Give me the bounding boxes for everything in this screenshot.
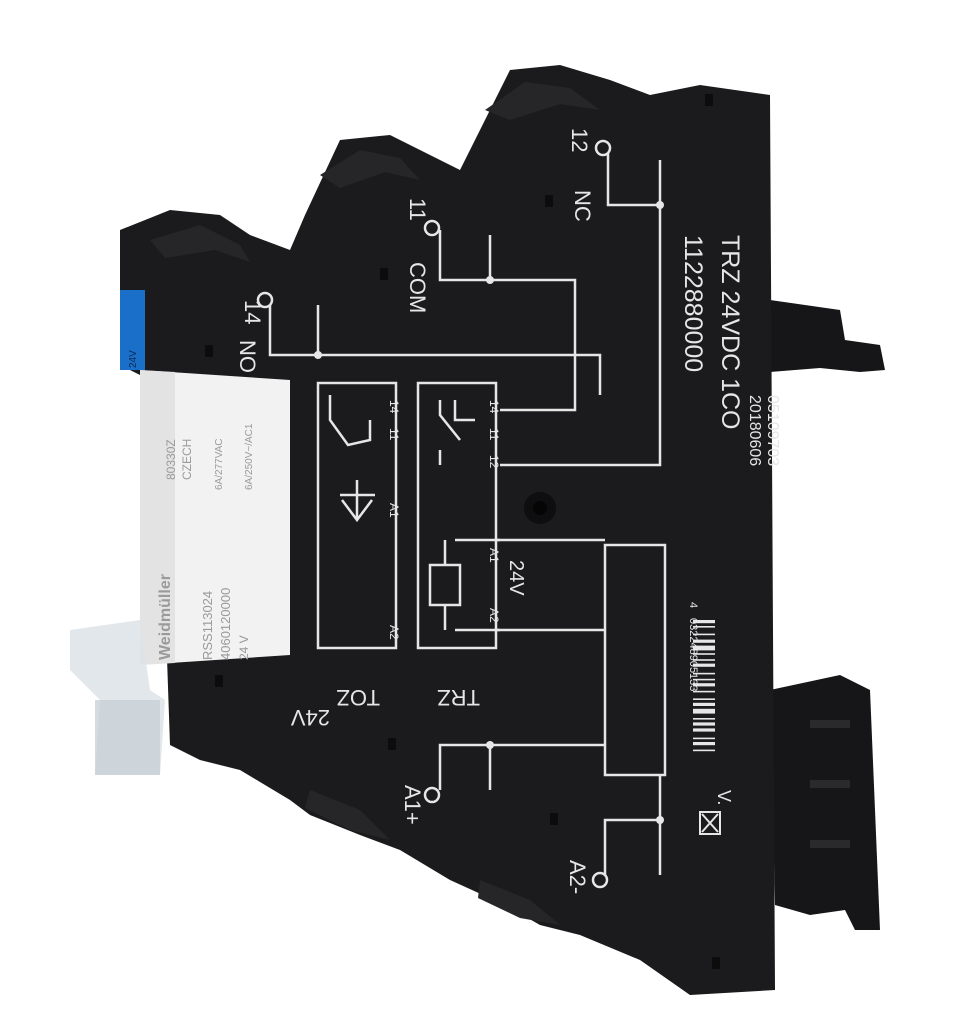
barcode-bar (693, 633, 715, 636)
barcode-digits-1: 4 (687, 602, 699, 608)
version-label: V. (714, 790, 734, 805)
terminal-11: 11 (405, 198, 430, 221)
toz-a2: A2 (387, 625, 401, 640)
barcode-bar (693, 653, 715, 655)
relay-rating-2: 6A/250V~/AC1 (244, 423, 255, 490)
terminal-nc: NC (570, 190, 595, 222)
toz-11: 11 (387, 428, 401, 441)
barcode-bar (693, 663, 715, 667)
barcode-bar (693, 742, 715, 746)
barcode-bar (693, 749, 715, 752)
din-clip-top (770, 300, 885, 372)
terminal-com: COM (405, 262, 430, 313)
barcode-bar (693, 672, 715, 675)
barcode-bar (693, 626, 715, 628)
product-model: TRZ 24VDC 1CO (716, 235, 744, 429)
product-article-number: 1122880000 (679, 235, 707, 372)
version-box (699, 811, 721, 835)
terminal-14: 14 (240, 300, 265, 324)
terminal-a2: A2- (565, 860, 590, 894)
version-mark (701, 813, 719, 833)
barcode-bar (693, 678, 715, 681)
barcode-bar (693, 702, 715, 706)
toz-a1: A1 (387, 503, 401, 518)
trz-label: TRZ (437, 685, 480, 710)
relay-number: 4060120000 (218, 588, 233, 660)
relay-tab-blue (120, 290, 145, 370)
relay-voltage: 24 V (237, 635, 251, 660)
barcode-bar (693, 728, 715, 732)
relay-part: RSS113024 (200, 591, 215, 660)
barcode-bar (693, 698, 715, 700)
supply-voltage: 24V (291, 705, 330, 730)
relay-country-code: 80330Z (164, 439, 178, 480)
relay-country: CZECH (180, 439, 194, 480)
terminal-no: NO (235, 340, 260, 373)
coil-a2: A2 (487, 608, 501, 623)
circuit-schematic (268, 150, 667, 875)
terminal-a1: A1+ (400, 785, 425, 825)
plug-in-relay (70, 290, 290, 775)
relay-brand: Weidmüller (157, 574, 174, 660)
product-code-1: 05109703 (764, 395, 781, 466)
toz-label: TOZ (336, 685, 380, 710)
barcode-bar (693, 737, 715, 740)
relay-rating-1: 6A/277VAC (214, 438, 225, 490)
trz-contact-14: 14 (487, 400, 501, 414)
terminal-dots (256, 139, 612, 889)
barcode-bar (693, 722, 715, 726)
trz-contact-12: 12 (487, 455, 501, 469)
barcode-bar (693, 620, 715, 624)
product-code-2: 20180606 (746, 395, 763, 466)
din-clip-bottom (770, 675, 880, 930)
barcode-bar (693, 645, 715, 651)
terminal-12: 12 (567, 128, 592, 152)
barcode-bar (693, 708, 715, 714)
barcode-bar (693, 639, 715, 643)
barcode-bar (693, 690, 715, 693)
trz-contact-11: 11 (487, 428, 501, 441)
relay-tab-label: 24V (128, 350, 139, 368)
coil-a1: A1 (487, 548, 501, 563)
toz-14: 14 (387, 400, 401, 414)
housing (120, 65, 775, 995)
barcode-bar (693, 718, 715, 720)
barcode-bar (693, 683, 715, 687)
coil-voltage: 24V (505, 560, 527, 596)
barcode-bar (693, 659, 715, 661)
barcode (693, 620, 715, 752)
